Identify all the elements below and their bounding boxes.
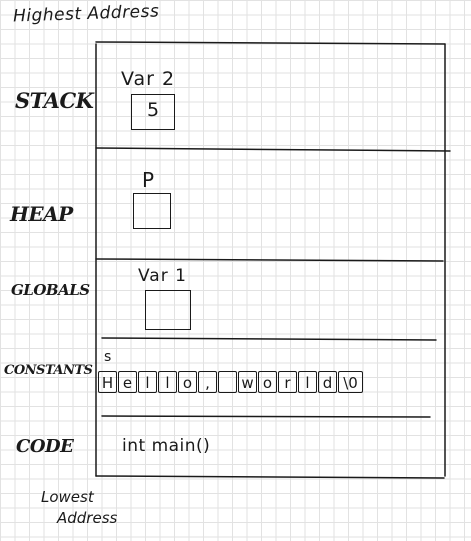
string-char-cell <box>218 371 237 393</box>
string-char-cell: e <box>118 371 137 393</box>
var2-label: Var 2 <box>121 68 176 90</box>
divider-constants-code <box>101 415 431 418</box>
string-char-cell: l <box>158 371 177 393</box>
var1-box <box>145 290 191 330</box>
s-label: s <box>104 349 112 365</box>
p-box <box>133 193 171 229</box>
string-char-cell: w <box>238 371 257 393</box>
stack-label: STACK <box>15 88 94 113</box>
lowest-address-label-line1: Lowest <box>41 488 94 506</box>
string-char-cell: l <box>298 371 317 393</box>
divider-heap-globals <box>95 258 444 262</box>
p-label: P <box>142 168 156 192</box>
top-line <box>95 41 446 45</box>
string-char-cell: \0 <box>338 371 363 393</box>
lowest-address-label-line2: Address <box>57 509 118 527</box>
string-char-cell: o <box>258 371 277 393</box>
divider-stack-heap <box>95 147 451 152</box>
var1-label: Var 1 <box>138 266 187 286</box>
bottom-line <box>95 475 445 479</box>
string-char-cell: l <box>138 371 157 393</box>
string-char-cell: o <box>178 371 197 393</box>
string-char-cell: d <box>318 371 337 393</box>
heap-label: HEAP <box>10 202 73 226</box>
code-text: int main() <box>122 436 211 456</box>
var2-value: 5 <box>146 99 160 121</box>
string-char-cell: , <box>198 371 217 393</box>
divider-globals-constants <box>101 337 437 341</box>
code-label: CODE <box>16 436 74 457</box>
constants-label: CONSTANTS <box>4 363 93 378</box>
globals-label: GLOBALS <box>11 281 90 299</box>
string-char-cell: r <box>278 371 297 393</box>
var2-box: 5 <box>131 94 175 130</box>
string-char-cell: H <box>98 371 117 393</box>
